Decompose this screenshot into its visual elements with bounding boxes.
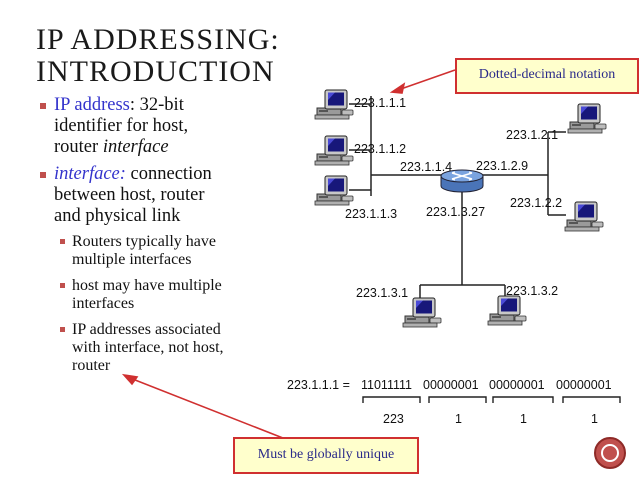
addr-223-1-1-3: 223.1.1.3: [345, 207, 397, 221]
host-computer-icon: [402, 297, 442, 328]
sub-bullet-text: with interface, not host,: [72, 339, 224, 356]
slide-title: IP ADDRESSING: INTRODUCTION: [36, 24, 280, 88]
sub-bullet-ip-associated: IP addresses associated with interface, …: [38, 321, 288, 375]
network-links: [349, 96, 566, 300]
octet-bracket: [492, 396, 554, 403]
addr-223-1-1-4: 223.1.1.4: [400, 160, 452, 174]
bullet-marker: [60, 239, 65, 244]
sub-bullet-text: host may have multiple: [72, 277, 222, 294]
octet-bracket: [562, 396, 621, 403]
addr-223-1-2-9: 223.1.2.9: [476, 159, 528, 173]
addr-223-1-1-2: 223.1.1.2: [354, 142, 406, 156]
bullet-marker: [60, 283, 65, 288]
decimal-octet-3: 1: [520, 412, 527, 426]
binary-octet-4: 00000001: [556, 378, 612, 392]
slide-nav-button[interactable]: [594, 437, 626, 469]
bullet-marker: [60, 327, 65, 332]
host-computer-icon: [564, 201, 604, 232]
bullet-text: connection: [125, 164, 212, 184]
title-line-1: IP ADDRESSING:: [36, 23, 280, 56]
term-interface: interface:: [54, 164, 126, 184]
bullet-marker: [40, 103, 46, 109]
arrow-to-address: [397, 69, 456, 91]
bullet-text: : 32-bit: [129, 95, 184, 115]
binary-octet-1: 11011111: [361, 378, 412, 392]
bullet-text: router: [54, 137, 103, 157]
bullet-list: IP address: 32-bit identifier for host, …: [38, 95, 288, 383]
addr-223-1-3-2: 223.1.3.2: [506, 284, 558, 298]
sub-bullet-text: router: [72, 357, 111, 374]
router-icon: [440, 169, 484, 193]
decimal-octet-1: 223: [383, 412, 404, 426]
callout-globally-unique: Must be globally unique: [233, 437, 419, 474]
host-computer-icon: [314, 175, 354, 206]
sub-bullet-text: IP addresses associated: [72, 321, 221, 338]
host-computer-icon: [567, 103, 607, 134]
octet-bracket: [428, 396, 487, 403]
binary-notation: 223.1.1.1 = 11011111 00000001 00000001 0…: [287, 378, 621, 426]
sub-bullet-text: interfaces: [72, 295, 135, 312]
nav-ring-icon: [601, 444, 619, 462]
host-computer-icon: [314, 135, 354, 166]
sub-bullet-routers: Routers typically have multiple interfac…: [38, 233, 288, 269]
arrow-to-router: [129, 377, 289, 441]
sub-bullet-text: Routers typically have: [72, 233, 216, 250]
callout-dotted-decimal: Dotted-decimal notation: [455, 58, 639, 94]
binary-octet-3: 00000001: [489, 378, 545, 392]
octet-brackets: [362, 396, 621, 403]
addr-223-1-2-2: 223.1.2.2: [510, 196, 562, 210]
addr-223-1-3-27: 223.1.3.27: [426, 205, 485, 219]
addr-223-1-1-1: 223.1.1.1: [354, 96, 406, 110]
arrowhead-icon: [389, 82, 406, 94]
bullet-text: identifier for host,: [54, 116, 189, 136]
term-ip-address: IP address: [54, 95, 130, 115]
host-computer-icon: [314, 89, 354, 120]
sub-bullet-text: multiple interfaces: [72, 251, 192, 268]
bullet-marker: [40, 172, 46, 178]
arrowhead-icon: [121, 373, 139, 386]
binary-lhs: 223.1.1.1 =: [287, 378, 350, 392]
bullet-interface: interface: connection between host, rout…: [38, 164, 288, 227]
binary-octet-2: 00000001: [423, 378, 479, 392]
bullet-text-italic: interface: [102, 137, 169, 157]
addr-223-1-3-1: 223.1.3.1: [356, 286, 408, 300]
addr-223-1-2-1: 223.1.2.1: [506, 128, 558, 142]
decimal-octet-2: 1: [455, 412, 462, 426]
bullet-text: and physical link: [54, 206, 181, 226]
decimal-octet-4: 1: [591, 412, 598, 426]
callout-arrows: [121, 69, 456, 441]
bullet-text: between host, router: [54, 185, 205, 205]
host-computer-icon: [487, 295, 527, 326]
sub-bullet-host: host may have multiple interfaces: [38, 277, 288, 313]
octet-bracket: [362, 396, 421, 403]
bullet-ip-address: IP address: 32-bit identifier for host, …: [38, 95, 288, 158]
title-line-2: INTRODUCTION: [36, 55, 275, 88]
